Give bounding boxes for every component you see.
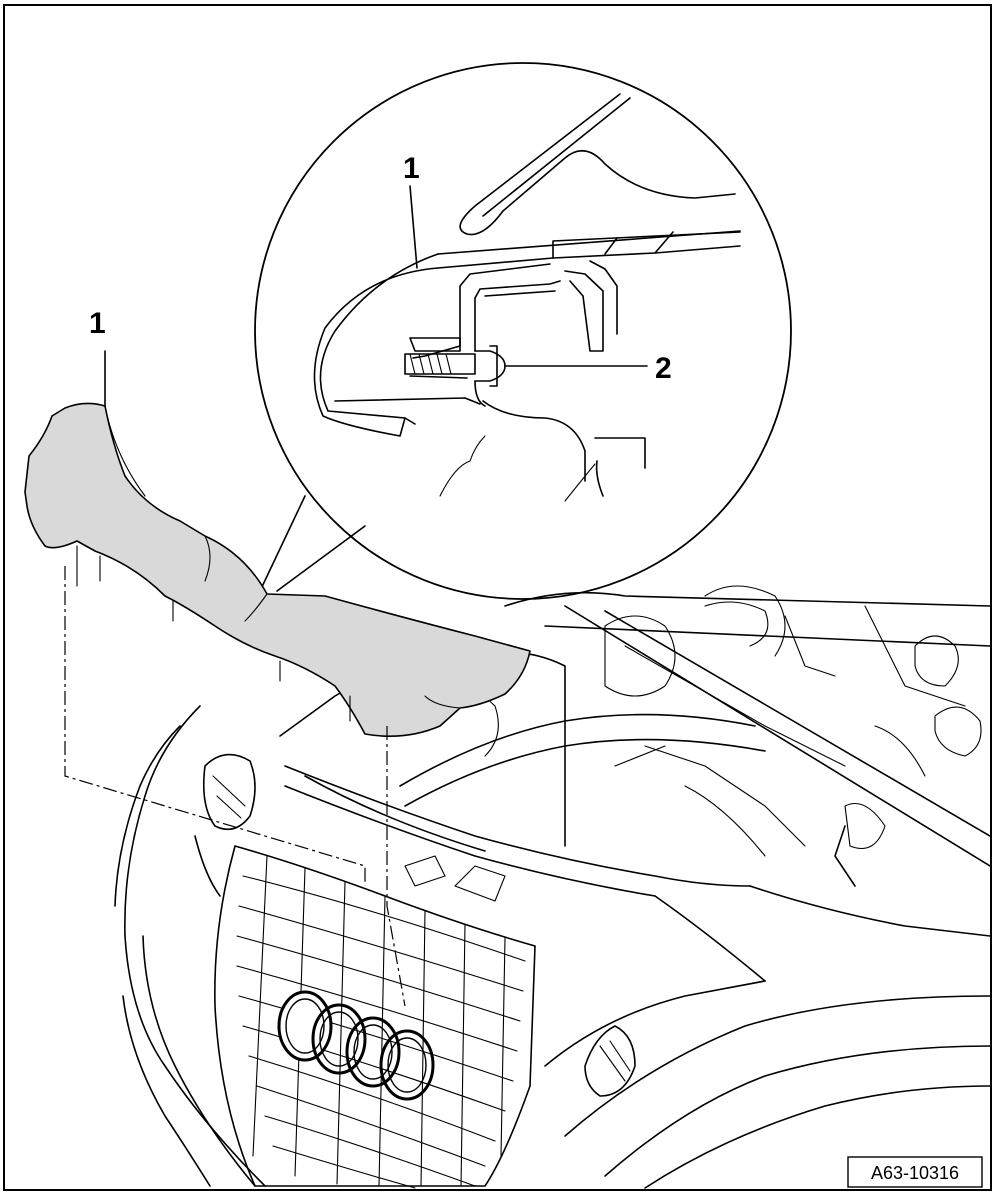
detail-leader-right bbox=[276, 525, 366, 592]
vehicle-front-view bbox=[114, 585, 990, 1189]
detail-leader-1 bbox=[409, 185, 418, 269]
callout-1-main: 1 bbox=[89, 307, 106, 340]
callout-2-detail: 2 bbox=[655, 352, 672, 385]
technical-illustration: 1 1 2 A63-10316 bbox=[24, 62, 990, 1189]
assembly-axis-line bbox=[64, 566, 366, 886]
diagram-frame: 1 1 2 A63-10316 bbox=[3, 4, 992, 1191]
trim-cross-section bbox=[313, 253, 439, 437]
clip-fastener bbox=[404, 337, 506, 387]
four-rings-emblem bbox=[277, 990, 435, 1101]
open-hood bbox=[504, 591, 990, 867]
seal-strip bbox=[459, 93, 736, 236]
figure-id-box: A63-10316 bbox=[847, 1156, 983, 1188]
detail-circle bbox=[254, 62, 792, 600]
callout-1-detail: 1 bbox=[403, 152, 420, 185]
detail-view bbox=[254, 62, 792, 600]
figure-id: A63-10316 bbox=[871, 1163, 959, 1183]
detail-leader-left bbox=[259, 495, 306, 592]
trim-panel-part-1 bbox=[24, 402, 531, 738]
